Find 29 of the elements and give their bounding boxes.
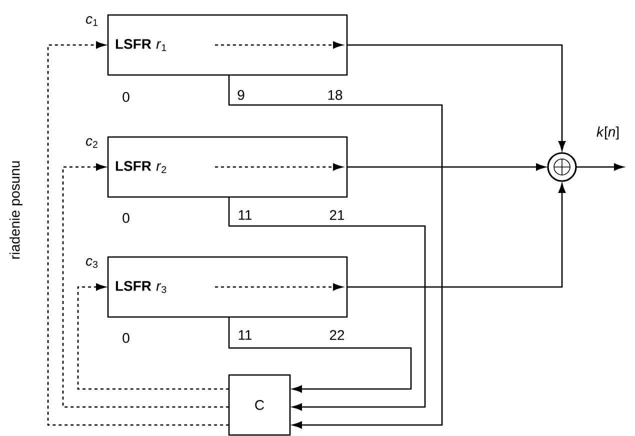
tap-number: 22 — [330, 330, 344, 340]
edge-label: c$_{2}$ — [86, 138, 98, 148]
control-box: C — [228, 374, 291, 436]
tap-number: 11 — [238, 210, 252, 220]
arrow — [347, 163, 546, 171]
edge-label: k[n] — [596, 126, 619, 140]
tap-number: 9 — [238, 90, 244, 100]
tap-number: 0 — [122, 92, 130, 102]
arrow — [576, 163, 624, 171]
arrow — [47, 41, 229, 426]
edge-label: c$_{3}$ — [86, 258, 98, 268]
arrow — [228, 75, 443, 429]
arrow — [347, 44, 566, 151]
arrow — [347, 183, 566, 288]
tap-number: 0 — [122, 333, 130, 343]
register-box: LSFR r$_{3}$ — [107, 256, 348, 318]
axis-label: riadenie posunu — [10, 161, 22, 259]
arrow — [62, 163, 229, 408]
tap-number: 11 — [238, 330, 252, 340]
arrow — [77, 283, 229, 390]
arrow — [228, 317, 412, 393]
tap-number: 18 — [328, 90, 342, 100]
tap-number: 0 — [122, 213, 130, 223]
register-box: LSFR r$_{1}$ — [107, 14, 348, 76]
arrow — [228, 197, 426, 411]
register-box: LSFR r$_{2}$ — [107, 136, 348, 198]
tap-number: 21 — [330, 210, 344, 220]
edge-label: c$_{1}$ — [86, 16, 98, 26]
xor-symbol — [547, 152, 577, 182]
